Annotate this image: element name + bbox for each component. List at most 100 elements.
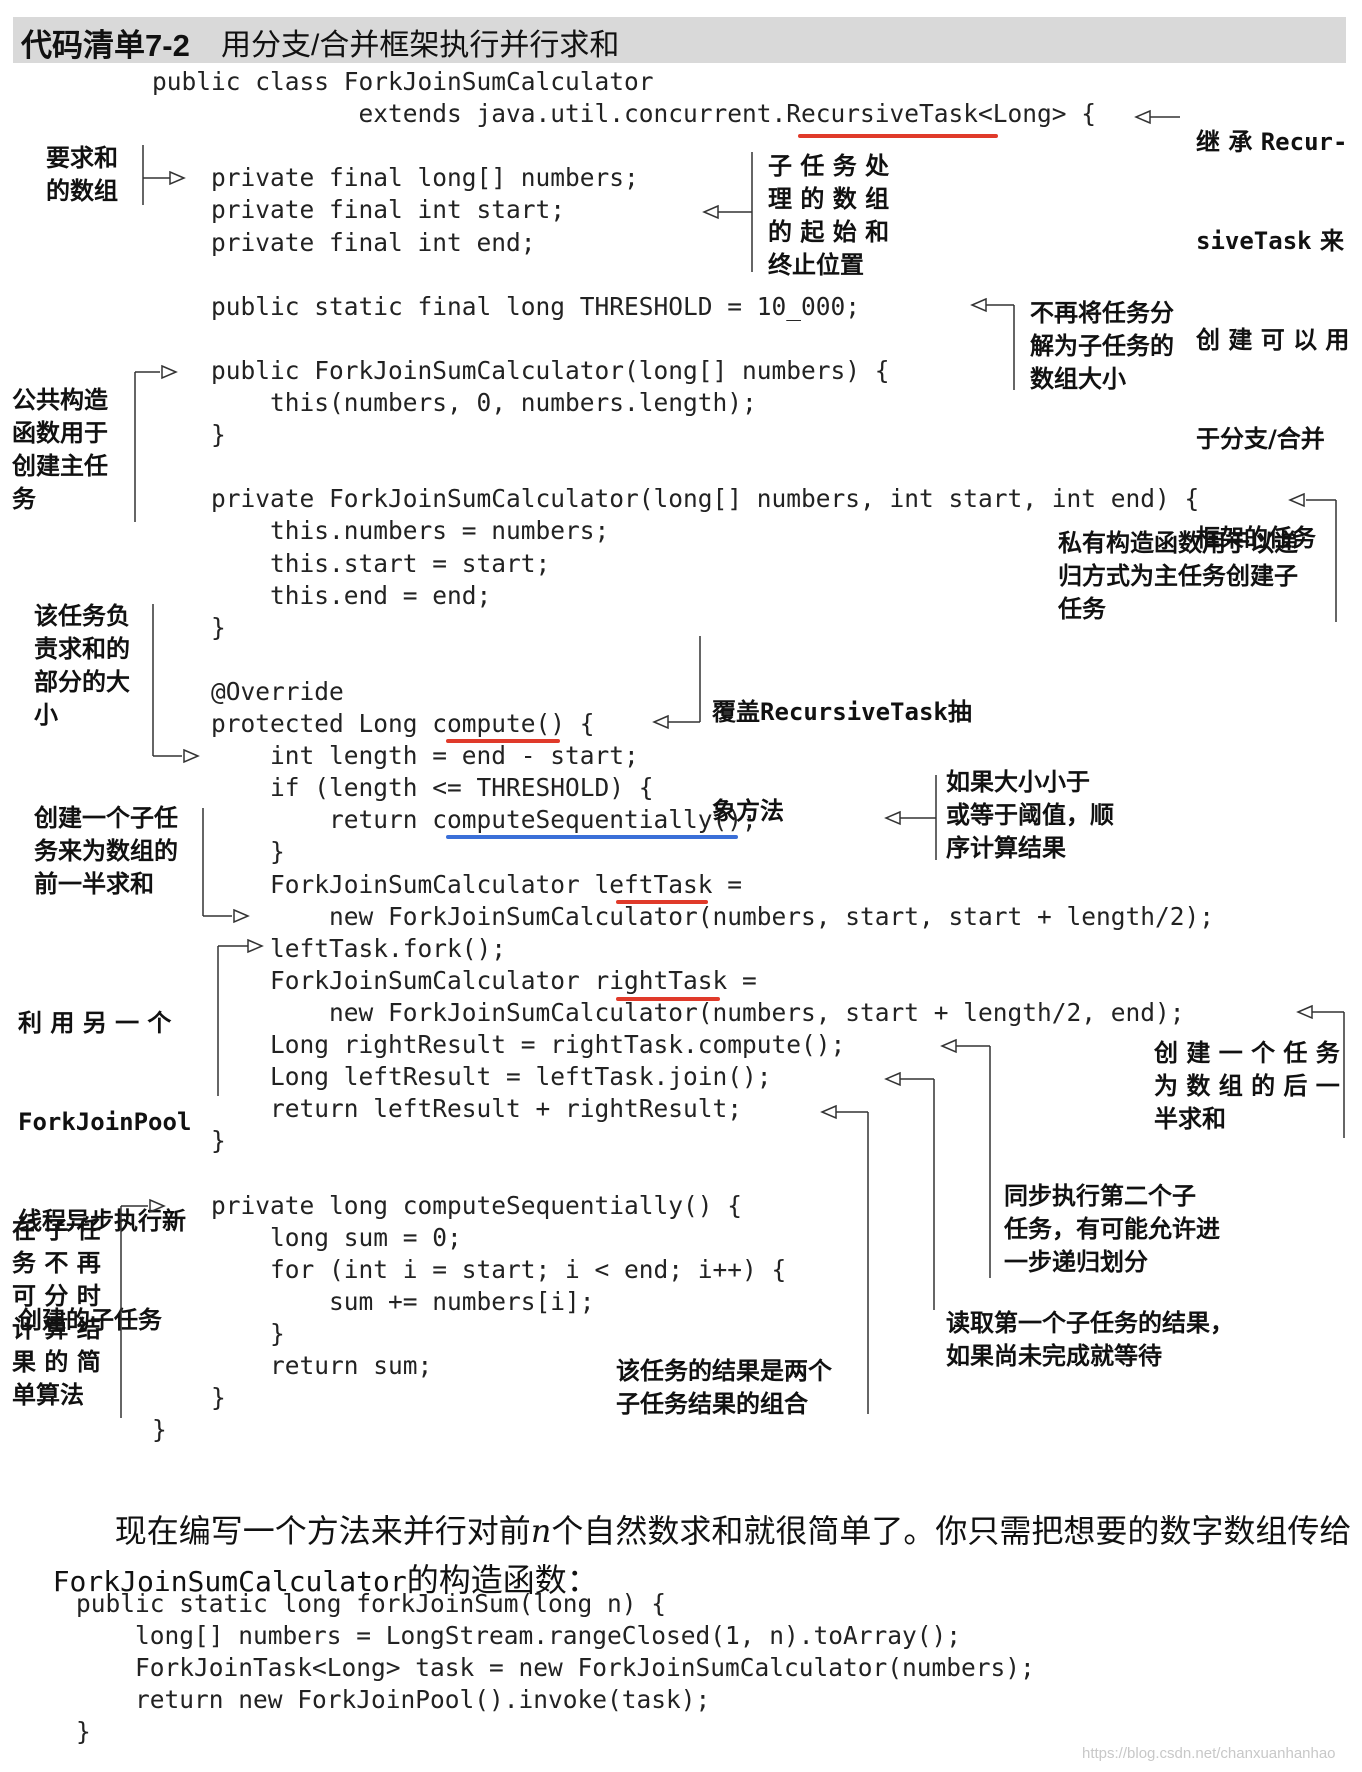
code-line: return sum; bbox=[152, 1351, 433, 1380]
annotation-threshold: 不再将任务分 解为子任务的 数组大小 bbox=[1030, 299, 1174, 393]
code-line: new ForkJoinSumCalculator(numbers, start… bbox=[152, 997, 1185, 1027]
code-line: } bbox=[152, 1318, 285, 1348]
prose-2mono: ForkJoinSumCalculator bbox=[52, 1565, 407, 1598]
ann-fork-1: 利 用 另 一 个 bbox=[18, 1009, 172, 1037]
code-line: sum += numbers[i]; bbox=[152, 1286, 595, 1316]
code-line: this.start = start; bbox=[152, 548, 551, 578]
arrow-left-icon bbox=[884, 810, 901, 826]
code-line: } bbox=[152, 837, 285, 867]
code-line: ForkJoinSumCalculator rightTask = bbox=[152, 965, 757, 995]
code-line: ForkJoinSumCalculator leftTask = bbox=[152, 869, 743, 899]
code-line: for (int i = start; i < end; i++) { bbox=[152, 1254, 787, 1284]
annotation-sync-second: 同步执行第二个子 任务，有可能允许进 一步递归划分 bbox=[1004, 1182, 1220, 1276]
code-line: } bbox=[152, 420, 226, 450]
watermark: https://blog.csdn.net/chanxuanhanhao bbox=[1082, 1745, 1336, 1762]
code2-line: ForkJoinTask<Long> task = new ForkJoinSu… bbox=[76, 1653, 1035, 1682]
arrow-right-icon bbox=[169, 170, 186, 186]
annotation-size: 该任务负 责求和的 部分的大 小 bbox=[34, 602, 130, 729]
code-line: if (length <= THRESHOLD) { bbox=[152, 773, 654, 803]
code-line: @Override bbox=[152, 676, 344, 706]
prose-paragraph-line1: 现在编写一个方法来并行对前n个自然数求和就很简单了。你只需把想要的数字数组传给 bbox=[74, 1468, 1352, 1590]
code-line: public ForkJoinSumCalculator(long[] numb… bbox=[152, 355, 890, 385]
code-line: private ForkJoinSumCalculator(long[] num… bbox=[152, 484, 1200, 514]
listing-header: 代码清单7-2 用分支/合并框架执行并行求和 bbox=[13, 17, 1346, 63]
annotation-private-ctor: 私有构造函数用于以递 归方式为主任务创建子 任务 bbox=[1058, 529, 1298, 623]
ann-ov-2: 象方法 bbox=[712, 797, 784, 825]
arrow-right-icon bbox=[233, 908, 250, 924]
code2-line: long[] numbers = LongStream.rangeClosed(… bbox=[76, 1621, 962, 1650]
code2-line: public static long forkJoinSum(long n) { bbox=[76, 1589, 667, 1618]
code-line: new ForkJoinSumCalculator(numbers, start… bbox=[152, 901, 1215, 931]
code-line: } bbox=[152, 1383, 226, 1413]
annotation-public-ctor: 公共构造 函数用于 创建主任 务 bbox=[12, 386, 108, 513]
code-line: Long leftResult = leftTask.join(); bbox=[152, 1062, 772, 1092]
code-line: extends java.util.concurrent.RecursiveTa… bbox=[152, 99, 1097, 129]
annotation-array: 要求和 的数组 bbox=[46, 144, 118, 205]
code-line: } bbox=[152, 612, 226, 642]
ann-rt-2: 来 bbox=[1311, 227, 1344, 255]
annotation-sequential: 在 子 任 务 不 再 可 分 时 计 算 结 果 的 简 单算法 bbox=[12, 1216, 101, 1409]
ann-rt-1m: Recur- bbox=[1260, 128, 1348, 156]
annotation-join-first: 读取第一个子任务的结果， 如果尚未完成就等待 bbox=[946, 1309, 1234, 1370]
ann-ov-1b: 抽 bbox=[947, 698, 972, 726]
code2-line: } bbox=[76, 1717, 91, 1746]
ann-rt-3: 创 建 可 以 用 bbox=[1196, 326, 1350, 354]
arrow-left-icon bbox=[970, 297, 987, 313]
code-line: Long rightResult = rightTask.compute(); bbox=[152, 1030, 846, 1059]
code-line: protected Long compute() { bbox=[152, 709, 595, 738]
annotation-recursive-task: 继 承 Recur- siveTask 来 创 建 可 以 用 于分支/合并 框… bbox=[1196, 60, 1349, 621]
ann-rt-1: 继 承 bbox=[1196, 128, 1261, 156]
prose-1a: 现在编写一个方法来并行对前 bbox=[114, 1512, 531, 1550]
annotation-override: 覆盖RecursiveTask抽 象方法 bbox=[712, 630, 972, 894]
code-line: return leftResult + rightResult; bbox=[152, 1094, 743, 1124]
listing-title: 用分支/合并框架执行并行求和 bbox=[221, 29, 620, 62]
code-line: public static final long THRESHOLD = 10_… bbox=[152, 291, 861, 321]
prose-1n: n bbox=[530, 1512, 552, 1550]
ann-rt-2m: siveTask bbox=[1196, 227, 1312, 255]
code-line: public class ForkJoinSumCalculator bbox=[152, 67, 654, 96]
annotation-combine: 该任务的结果是两个 子任务结果的组合 bbox=[616, 1357, 832, 1418]
arrow-left-icon bbox=[702, 204, 719, 220]
ann-ov-1m: RecursiveTask bbox=[760, 698, 948, 726]
code-line: } bbox=[152, 1415, 167, 1445]
code-line: return computeSequentially(); bbox=[152, 805, 757, 835]
code-line: private final int end; bbox=[152, 227, 536, 257]
code-line: this.numbers = numbers; bbox=[152, 516, 610, 546]
arrow-right-icon bbox=[149, 1198, 166, 1214]
arrow-right-icon bbox=[183, 748, 200, 764]
code-line: private long computeSequentially() { bbox=[152, 1190, 743, 1220]
arrow-left-icon bbox=[1296, 1004, 1313, 1020]
prose-paragraph-line2: ForkJoinSumCalculator的构造函数： bbox=[12, 1517, 599, 1639]
code-line: long sum = 0; bbox=[152, 1222, 462, 1252]
arrow-left-icon bbox=[884, 1071, 901, 1087]
ann-fork-2m: ForkJoinPool bbox=[18, 1108, 192, 1136]
code2-line: return new ForkJoinPool().invoke(task); bbox=[76, 1685, 711, 1714]
arrow-left-icon bbox=[820, 1104, 837, 1120]
code-line: this.end = end; bbox=[152, 580, 492, 610]
code-line: leftTask.fork(); bbox=[152, 933, 507, 963]
listing-label: 代码清单7-2 bbox=[21, 28, 190, 63]
ann-fork-4: 创建的子任务 bbox=[18, 1306, 162, 1334]
code-line: this(numbers, 0, numbers.length); bbox=[152, 388, 757, 417]
arrow-right-icon bbox=[161, 364, 178, 380]
annotation-subtask-range: 子 任 务 处 理 的 数 组 的 起 始 和 终止位置 bbox=[768, 152, 890, 279]
arrow-left-icon bbox=[1134, 109, 1151, 125]
prose-1b: 个自然数求和就很简单了。你只需把想要的数字数组传给 bbox=[551, 1512, 1352, 1550]
code-line: private final int start; bbox=[152, 195, 566, 225]
annotation-left-half: 创建一个子任 务来为数组的 前一半求和 bbox=[34, 804, 178, 898]
code-line: int length = end - start; bbox=[152, 741, 639, 771]
arrow-left-icon bbox=[652, 714, 669, 730]
ann-ov-1: 覆盖 bbox=[712, 698, 760, 726]
arrow-left-icon bbox=[1288, 492, 1305, 508]
code-line: } bbox=[152, 1126, 226, 1156]
arrow-left-icon bbox=[940, 1038, 957, 1054]
annotation-right-half: 创 建 一 个 任 务 为 数 组 的 后 一 半求和 bbox=[1154, 1039, 1340, 1133]
ann-rt-4: 于分支/合并 bbox=[1196, 425, 1325, 453]
annotation-threshold-if: 如果大小小于 或等于阈值，顺 序计算结果 bbox=[946, 768, 1114, 862]
prose-2b: 的构造函数： bbox=[406, 1561, 599, 1599]
ann-fork-3: 线程异步执行新 bbox=[18, 1207, 186, 1235]
ann-rt-5: 框架的任务 bbox=[1196, 524, 1316, 552]
annotation-fork: 利 用 另 一 个 ForkJoinPool 线程异步执行新 创建的子任务 bbox=[18, 941, 191, 1403]
